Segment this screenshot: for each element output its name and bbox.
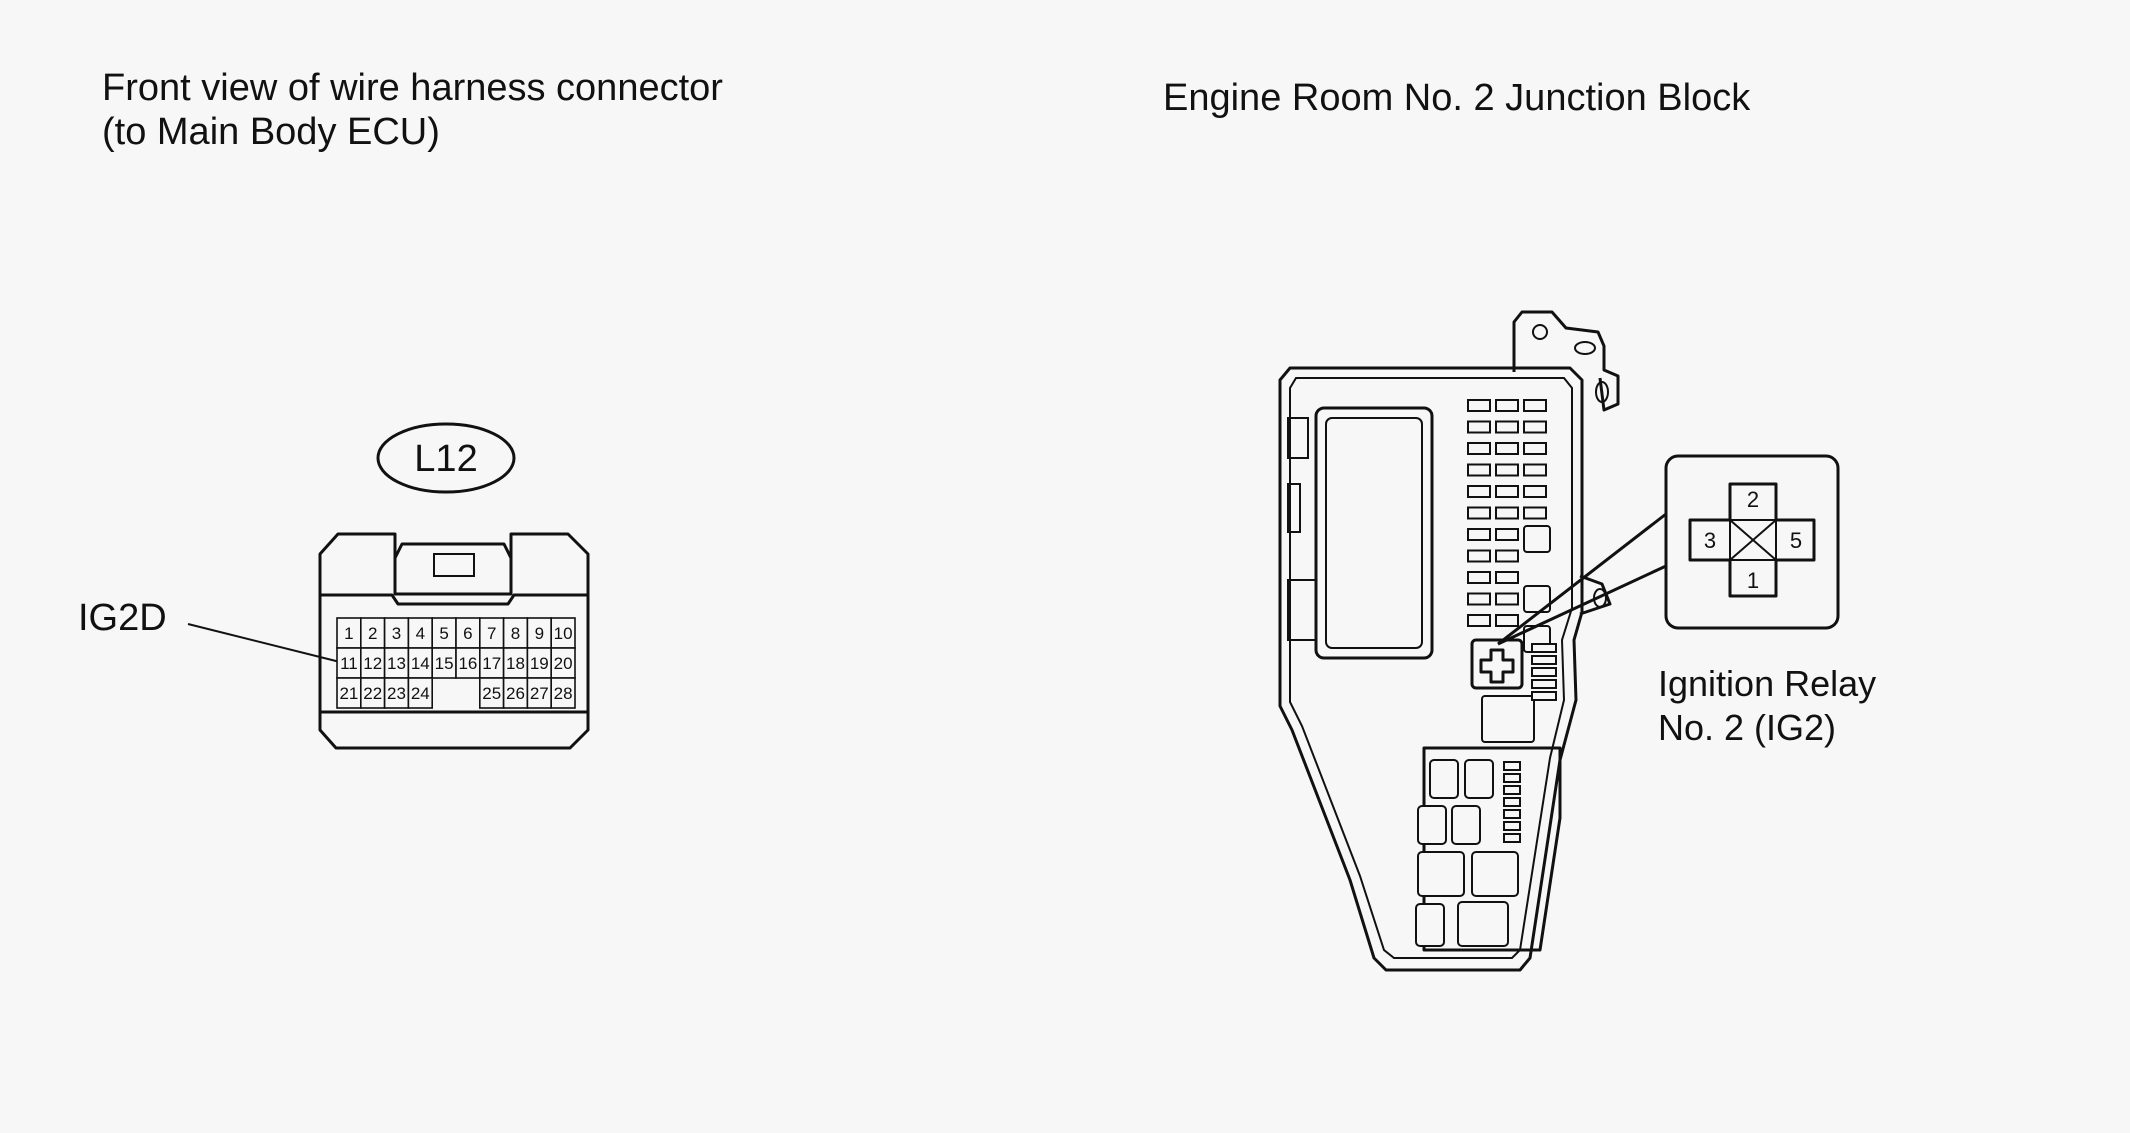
connector-housing [318,532,590,750]
fuse-slot [1467,549,1491,563]
fuse-slot [1495,614,1519,627]
pin-number: 21 [339,684,358,703]
pin-number: 25 [482,684,501,703]
pin-cell [550,677,576,709]
pin-number: 24 [411,684,430,703]
pin-number: 18 [506,654,525,673]
left-title-line2: (to Main Body ECU) [102,111,440,153]
ig2d-callout-label: IG2D [78,597,167,639]
pin-number: 10 [554,624,573,643]
pin-number: 4 [416,624,425,643]
fuse-slot [1523,485,1547,498]
relay-pin-left: 3 [1704,528,1716,553]
relay-pointer-upper [1497,512,1667,646]
fuse-slot [1467,614,1491,627]
fuse-slot [1495,506,1519,520]
pin-number: 22 [363,684,382,703]
fuse-slot [1523,442,1547,455]
pin-number: 26 [506,684,525,703]
left-title-line1: Front view of wire harness connector [102,67,723,109]
pin-number: 17 [482,654,501,673]
junction-block-fuse-grid [1467,399,1557,701]
connector-code-oval [376,422,516,494]
pin-number: 15 [435,654,454,673]
pin-number: 12 [363,654,382,673]
right-title: Engine Room No. 2 Junction Block [1163,77,1751,119]
fuse-slot [1495,463,1519,477]
relay-label-line2: No. 2 (IG2) [1658,707,1836,748]
fuse-slot [1531,691,1557,701]
junction-block-lower-fuses [1415,759,1521,947]
pin-number: 11 [340,654,358,673]
fuse-slot [1523,506,1547,520]
relay-pin-right: 5 [1790,528,1802,553]
fuse-slot [1467,463,1491,477]
fuse-slot [1523,399,1547,412]
fuse-slot [1467,592,1491,606]
pin-number: 2 [368,624,377,643]
pin-number: 19 [530,654,549,673]
fuse-slot [1467,506,1491,520]
pin-number: 23 [387,684,406,703]
connector-code: L12 [414,438,477,480]
pin-number: 27 [530,684,549,703]
fuse-slot [1523,420,1547,434]
fuse-slot [1495,420,1519,434]
pin-number: 1 [344,624,353,643]
relay-zoom-box [1664,454,1840,630]
pin-number: 3 [392,624,401,643]
ig2d-callout-line [187,623,341,663]
fuse-slot [1467,485,1491,498]
fuse-slot [1467,420,1491,434]
junction-block-body [1278,310,1620,972]
relay-slot [1523,525,1551,553]
fuse-slot [1495,549,1519,563]
relay-pin-top: 2 [1747,487,1759,512]
fuse-slot [1467,442,1491,455]
relay-label-line1: Ignition Relay [1658,663,1876,704]
fuse-slot [1495,528,1519,541]
fuse-slot [1467,399,1491,412]
pin-number: 5 [439,624,448,643]
fuse-slot [1467,528,1491,541]
relay-pointer-lower [1497,564,1667,646]
fuse-slot [1531,679,1557,689]
pin-number: 6 [463,624,472,643]
fuse-slot [1495,485,1519,498]
pin-number: 14 [411,654,430,673]
pin-number: 16 [458,654,477,673]
fuse-slot [1495,442,1519,455]
pin-cell [407,677,433,709]
pin-number: 9 [535,624,544,643]
pin-number: 28 [554,684,573,703]
fuse-slot [1531,643,1557,653]
pin-number: 8 [511,624,520,643]
pin-number: 20 [554,654,573,673]
relay-pin-bottom: 1 [1747,568,1759,593]
fuse-slot [1523,463,1547,477]
pin-number: 7 [487,624,496,643]
fuse-slot [1531,667,1557,677]
fuse-slot [1495,399,1519,412]
fuse-slot [1531,655,1557,665]
fuse-slot [1495,571,1519,584]
pin-number: 13 [387,654,406,673]
fuse-slot [1495,592,1519,606]
fuse-slot [1467,571,1491,584]
